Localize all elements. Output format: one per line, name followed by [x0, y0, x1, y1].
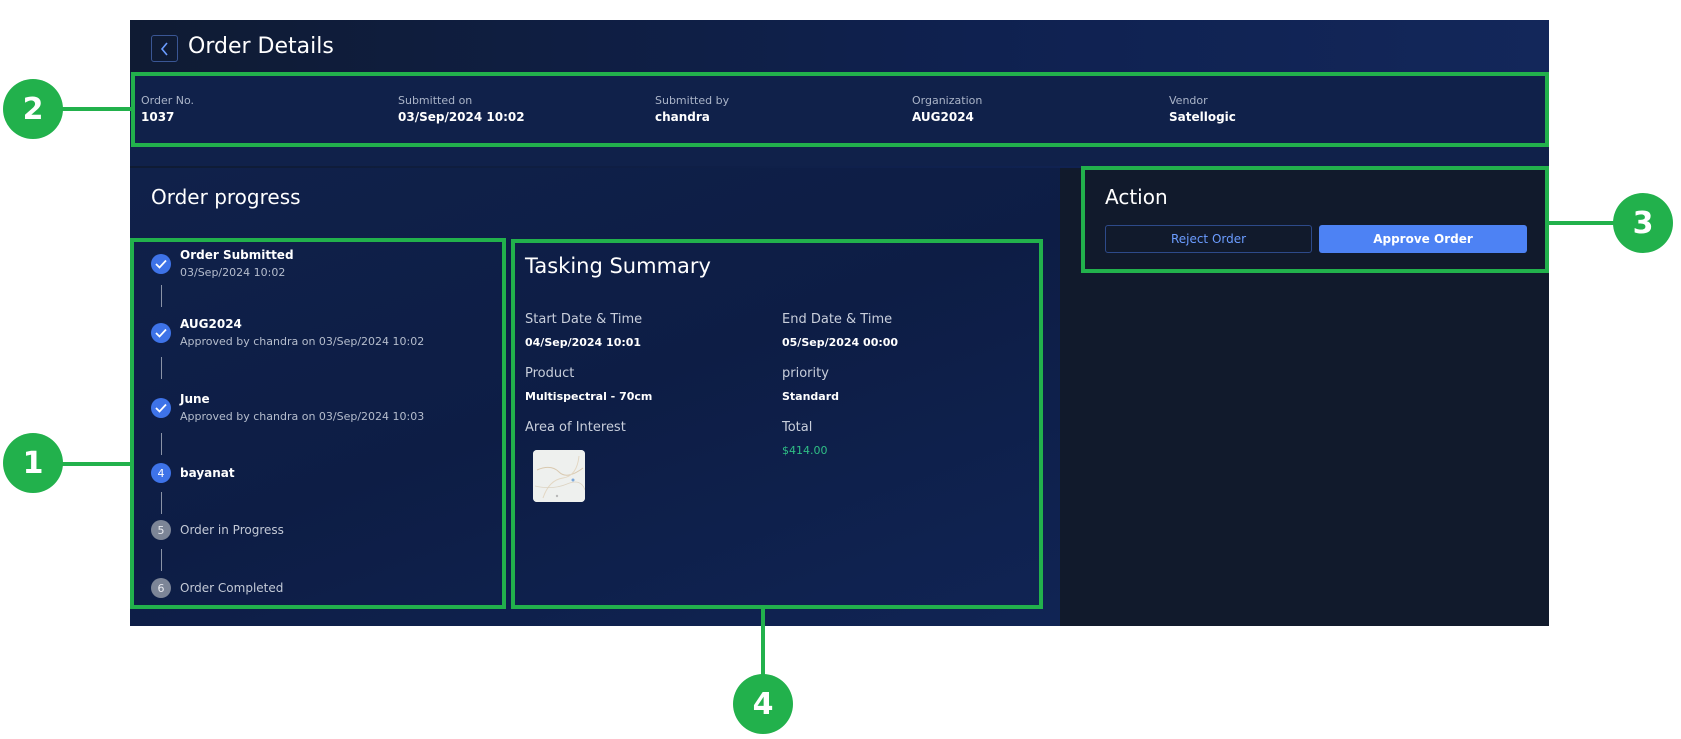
order-meta-bar: Order No. 1037 Submitted on 03/Sep/2024 … — [130, 72, 1549, 166]
meta-value: Satellogic — [1169, 110, 1236, 124]
meta-organization: Organization AUG2024 — [912, 94, 982, 124]
step-connector — [161, 285, 162, 307]
order-progress-title: Order progress — [151, 185, 301, 209]
step-title: bayanat — [180, 466, 235, 480]
check-circle-icon — [151, 254, 171, 274]
step-number: 4 — [151, 463, 171, 483]
tasking-summary-title: Tasking Summary — [525, 254, 711, 278]
highlight-box-2 — [131, 72, 1549, 147]
total-value: $414.00 — [782, 444, 828, 457]
meta-value: 1037 — [141, 110, 175, 124]
meta-value: chandra — [655, 110, 710, 124]
end-date-value: 05/Sep/2024 00:00 — [782, 336, 899, 349]
meta-vendor: Vendor Satellogic — [1169, 94, 1236, 124]
step-subtitle: Approved by chandra on 03/Sep/2024 10:02 — [180, 335, 425, 348]
callout-line-4 — [761, 608, 765, 678]
order-details-app: Order Details Order No. 1037 Submitted o… — [130, 20, 1549, 626]
step-connector — [161, 433, 162, 455]
meta-submitted-on: Submitted on 03/Sep/2024 10:02 — [398, 94, 525, 124]
meta-order-no: Order No. 1037 — [141, 94, 194, 124]
callout-1: 1 — [3, 433, 63, 493]
page-title: Order Details — [188, 34, 334, 59]
reject-order-button[interactable]: Reject Order — [1105, 225, 1312, 253]
total-label: Total — [782, 420, 813, 435]
action-title: Action — [1105, 185, 1168, 209]
map-icon — [533, 450, 585, 502]
step-title: Order in Progress — [180, 523, 284, 537]
meta-value: 03/Sep/2024 10:02 — [398, 110, 525, 124]
approve-order-button[interactable]: Approve Order — [1319, 225, 1527, 253]
check-circle-icon — [151, 323, 171, 343]
chevron-left-icon — [160, 41, 168, 56]
step-connector — [161, 357, 162, 379]
meta-label: Submitted by — [655, 94, 730, 107]
callout-3: 3 — [1613, 193, 1673, 253]
step-connector — [161, 549, 162, 571]
meta-submitted-by: Submitted by chandra — [655, 94, 729, 124]
meta-label: Submitted on — [398, 94, 473, 107]
step-subtitle: 03/Sep/2024 10:02 — [180, 266, 286, 279]
priority-label: priority — [782, 366, 829, 381]
step-title: Order Submitted — [180, 248, 294, 262]
callout-line-2 — [62, 107, 132, 111]
step-title: June — [180, 392, 210, 406]
callout-line-1 — [62, 462, 132, 466]
priority-value: Standard — [782, 390, 840, 403]
start-date-label: Start Date & Time — [525, 312, 643, 327]
aoi-label: Area of Interest — [525, 420, 626, 435]
step-connector — [161, 492, 162, 514]
highlight-box-3 — [1081, 166, 1549, 273]
aoi-map-thumbnail[interactable] — [533, 450, 585, 502]
meta-value: AUG2024 — [912, 110, 974, 124]
highlight-box-1 — [130, 238, 506, 609]
check-circle-icon — [151, 398, 171, 418]
step-number: 6 — [151, 578, 171, 598]
highlight-box-4 — [511, 239, 1043, 609]
start-date-value: 04/Sep/2024 10:01 — [525, 336, 642, 349]
step-title: Order Completed — [180, 581, 284, 595]
end-date-label: End Date & Time — [782, 312, 893, 327]
step-subtitle: Approved by chandra on 03/Sep/2024 10:03 — [180, 410, 425, 423]
callout-line-3 — [1548, 221, 1618, 225]
meta-label: Order No. — [141, 94, 195, 107]
back-button[interactable] — [151, 35, 178, 62]
meta-label: Vendor — [1169, 94, 1208, 107]
step-title: AUG2024 — [180, 317, 242, 331]
product-value: Multispectral - 70cm — [525, 390, 653, 403]
meta-label: Organization — [912, 94, 983, 107]
callout-2: 2 — [3, 79, 63, 139]
callout-4: 4 — [733, 674, 793, 734]
order-progress-panel — [130, 168, 1060, 626]
product-label: Product — [525, 366, 575, 381]
step-number: 5 — [151, 520, 171, 540]
